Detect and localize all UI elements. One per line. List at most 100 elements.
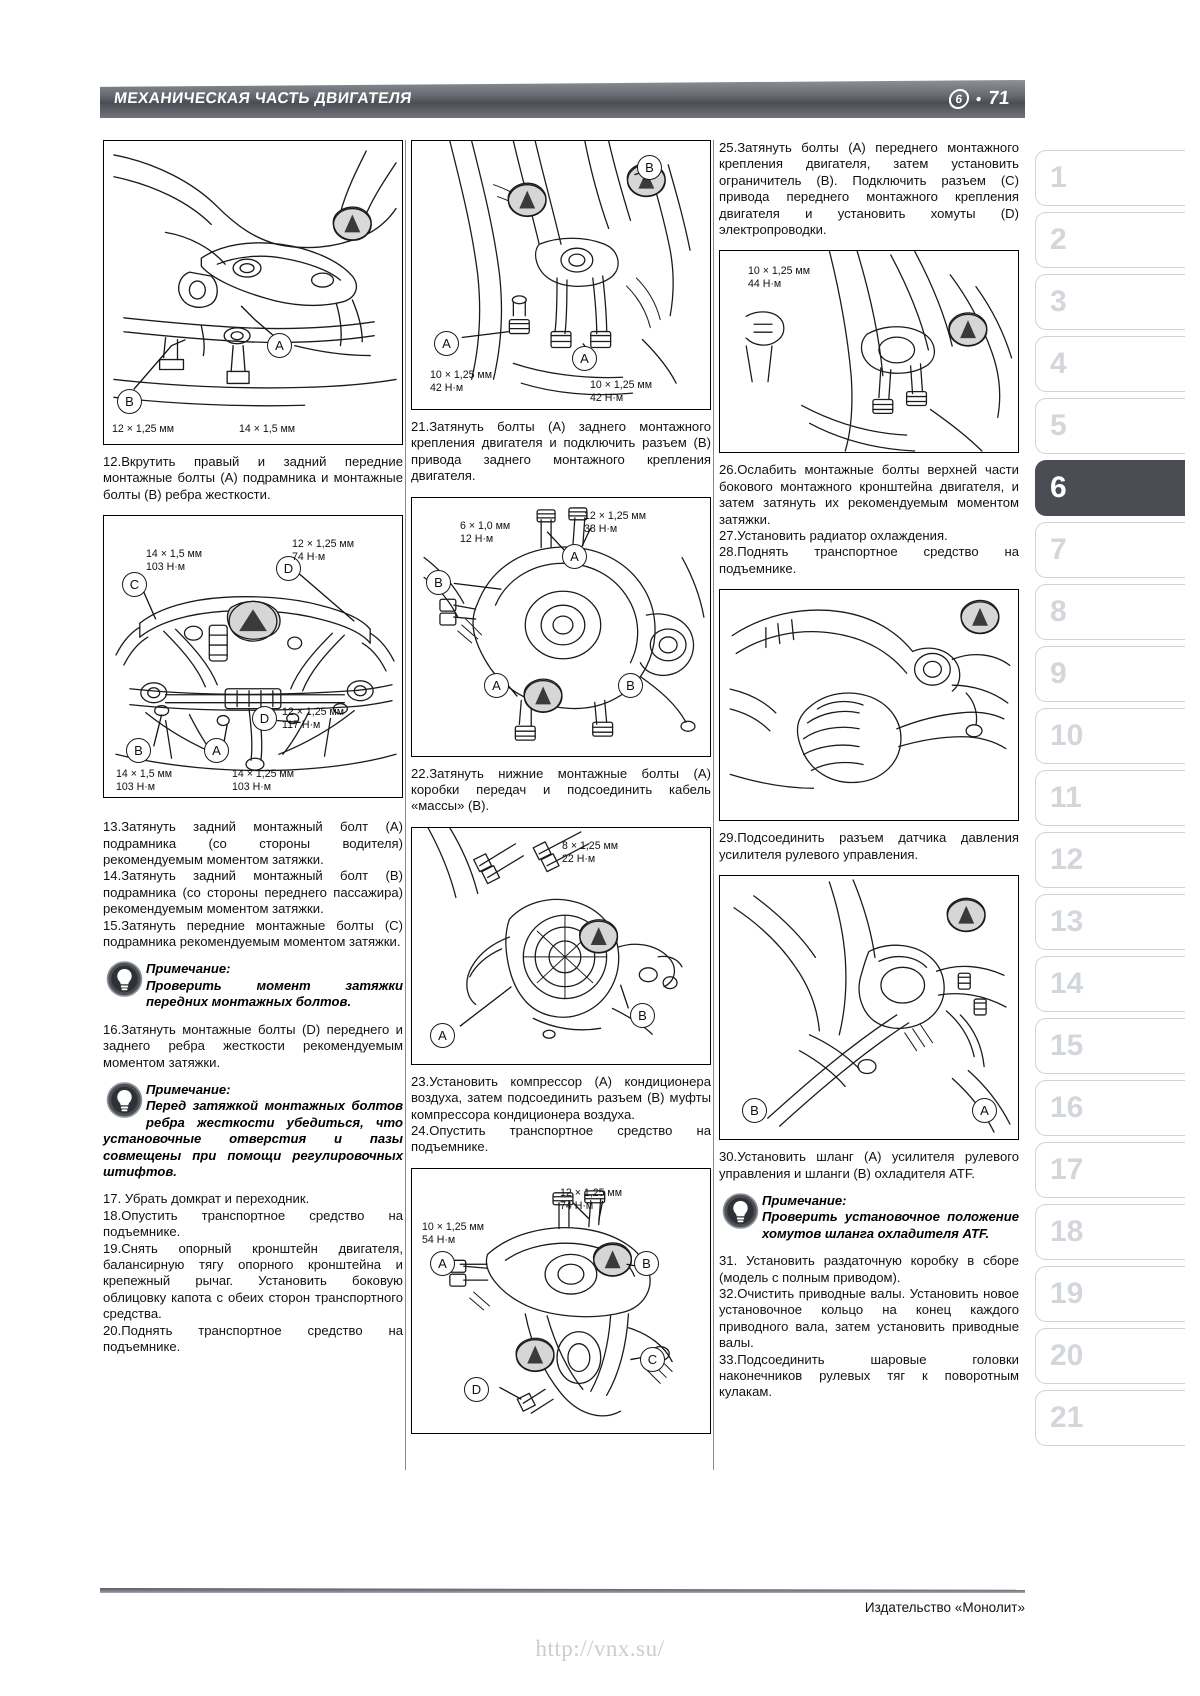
spec-label: 54 Н·м: [422, 1233, 456, 1246]
chapter-tab-14[interactable]: 14: [1035, 956, 1185, 1012]
lightbulb-icon: [722, 1193, 759, 1229]
column-divider-2: [713, 140, 714, 1470]
chapter-tab-3[interactable]: 3: [1035, 274, 1185, 330]
chapter-tab-13[interactable]: 13: [1035, 894, 1185, 950]
spec-label: 42 Н·м: [430, 382, 464, 394]
spec-label: 103 Н·м: [232, 781, 272, 794]
step-30: 30.Установить шланг (А) усилителя рулево…: [719, 1149, 1019, 1181]
spec-label: 14 × 1,25 мм: [232, 768, 294, 781]
note-text: Проверить момент затяжки передних монтаж…: [146, 977, 403, 1010]
callout-D: D: [464, 1376, 489, 1402]
chapter-tab-7[interactable]: 7: [1035, 522, 1185, 578]
step-20: 20.Поднять транспортное средство на подъ…: [103, 1322, 403, 1354]
figure-front-mount-bolts: 10 × 1,25 мм 44 Н·м: [719, 250, 1019, 454]
figure-7-drawing: [745, 251, 1013, 453]
chapter-tab-8[interactable]: 8: [1035, 584, 1185, 640]
figure-front-engine-mount: A B C D 12 × 1,25 мм 74 Н·м 10 × 1,25 мм…: [411, 1167, 711, 1434]
figure-2-drawing: [115, 571, 397, 772]
chapter-tab-1[interactable]: 1: [1035, 150, 1185, 206]
chapter-tab-17[interactable]: 17: [1035, 1142, 1185, 1198]
spec-label: 103 Н·м: [116, 781, 156, 794]
spec-label: 6 × 1,0 мм: [460, 519, 511, 532]
chapter-tab-15[interactable]: 15: [1035, 1018, 1185, 1074]
spec-label: 12 × 1,25 мм: [560, 1186, 622, 1199]
spec-label: 12 Н·м: [460, 532, 494, 545]
figure-subframe-assembly: C D A B D 14 × 1,5 мм 103 Н·м 12 × 1,25 …: [103, 515, 403, 799]
spec-label: 12 × 1,25 мм: [112, 423, 174, 435]
step-21: 21.Затянуть болты (А) заднего монтажного…: [411, 419, 711, 484]
spec-label: 14 × 1,5 мм: [239, 423, 296, 435]
chapter-tab-strip[interactable]: 1 2 3 4 5 6 7 8 9 10 11 12 13 14 15 16 1…: [1035, 150, 1185, 1452]
callout-A: A: [430, 1250, 455, 1276]
note-title: Примечание:: [146, 961, 231, 977]
callout-C: C: [640, 1346, 665, 1372]
chapter-tab-12[interactable]: 12: [1035, 832, 1185, 888]
chapter-tab-11[interactable]: 11: [1035, 770, 1185, 826]
callout-A: A: [430, 1022, 455, 1048]
step-25: 25.Затянуть болты (А) переднего монтажно…: [719, 140, 1019, 238]
chapter-tab-19[interactable]: 19: [1035, 1266, 1185, 1322]
spacer: [411, 815, 711, 827]
callout-A: A: [204, 738, 229, 764]
callout-D: D: [252, 706, 277, 732]
spec-label: 44 Н·м: [748, 278, 782, 291]
figure-5-drawing: [427, 827, 683, 1039]
spacer: [719, 577, 1019, 589]
spacer: [103, 503, 403, 515]
step-32: 32.Очистить приводные валы. Установить н…: [719, 1285, 1019, 1351]
note-text: Проверить установочное положение хомутов…: [762, 1209, 1019, 1241]
chapter-tab-5[interactable]: 5: [1035, 398, 1185, 454]
callout-B: B: [117, 389, 142, 414]
spec-label: 42 Н·м: [590, 392, 624, 404]
callout-B: B: [126, 738, 151, 764]
page-header: МЕХАНИЧЕСКАЯ ЧАСТЬ ДВИГАТЕЛЯ 6 • 71: [100, 80, 1025, 118]
note-text: Перед затяжкой монтажных болтов ребра же…: [103, 1098, 403, 1179]
step-29: 29.Подсоединить разъем датчика давления …: [719, 830, 1019, 862]
chapter-tab-2[interactable]: 2: [1035, 212, 1185, 268]
step-16: 16.Затянуть монтажные болты (D) переднег…: [103, 1021, 403, 1070]
chapter-tab-18[interactable]: 18: [1035, 1204, 1185, 1260]
chapter-tab-21[interactable]: 21: [1035, 1390, 1185, 1446]
step-28: 28.Поднять транспортное средство на подъ…: [719, 544, 1019, 576]
figure-8-drawing: [729, 600, 1011, 790]
column-divider-1: [405, 140, 406, 1470]
chapter-tab-20[interactable]: 20: [1035, 1328, 1185, 1384]
callout-A: A: [267, 333, 292, 358]
step-31: 31. Установить раздаточную коробку в сбо…: [719, 1253, 1019, 1285]
chapter-tab-16[interactable]: 16: [1035, 1080, 1185, 1136]
spec-label: 12 × 1,25 мм: [292, 538, 354, 551]
lightbulb-icon: [106, 1082, 143, 1118]
step-14: 14.Затянуть задний монтажный болт (B) по…: [103, 868, 403, 917]
step-18: 18.Опустить транспортное средство на под…: [103, 1207, 403, 1240]
step-22: 22.Затянуть нижние монтажные болты (А) к…: [411, 765, 711, 814]
callout-B: B: [426, 569, 451, 595]
spec-label: 14 × 1,5 мм: [116, 768, 173, 781]
figure-6-drawing: [449, 1190, 673, 1417]
step-12: 12.Вкрутить правый и задний передние мон…: [103, 454, 403, 502]
figure-3-drawing: [449, 141, 691, 396]
figure-power-steering-hoses: B A: [719, 875, 1019, 1141]
chapter-tab-6[interactable]: 6: [1035, 460, 1185, 516]
callout-B: B: [630, 1002, 655, 1028]
chapter-tab-9[interactable]: 9: [1035, 646, 1185, 702]
step-24: 24.Опустить транспортное средство на под…: [411, 1123, 711, 1155]
page-number: 71: [986, 88, 1011, 109]
callout-A: A: [434, 331, 459, 356]
callout-D: D: [276, 556, 301, 582]
note-box-1: Примечание: Проверить момент затяжки пер…: [103, 961, 403, 1010]
callout-B: B: [742, 1098, 767, 1124]
chapter-tab-10[interactable]: 10: [1035, 708, 1185, 764]
note-box-2: Примечание: Перед затяжкой монтажных бол…: [103, 1082, 403, 1180]
spec-label: 12 × 1,25 мм: [584, 509, 646, 522]
spacer: [411, 1156, 711, 1168]
figure-rear-engine-mount: B A A 10 × 1,25 мм 42 Н·м 10 × 1,25 мм 4…: [411, 140, 711, 410]
spec-label: 74 Н·м: [560, 1199, 594, 1212]
callout-A: A: [972, 1098, 997, 1124]
spec-label: 10 × 1,25 мм: [430, 369, 492, 381]
spec-label: 10 × 1,25 мм: [748, 265, 810, 278]
chapter-tab-4[interactable]: 4: [1035, 336, 1185, 392]
callout-B: B: [637, 155, 662, 180]
note-title: Примечание:: [762, 1192, 847, 1208]
spec-label: 12 × 1,25 мм: [282, 706, 344, 719]
